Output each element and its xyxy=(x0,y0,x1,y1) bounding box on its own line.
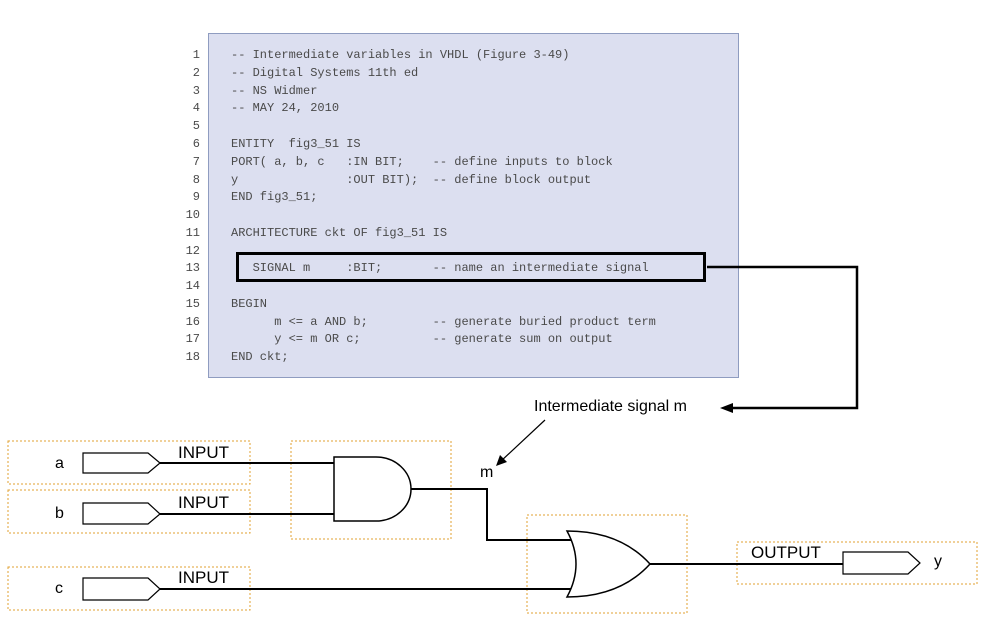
code-line: y <= m OR c; -- generate sum on output xyxy=(231,332,613,346)
vhdl-code-panel xyxy=(208,33,739,378)
line-number: 13 xyxy=(185,261,200,275)
code-line: BEGIN xyxy=(231,297,268,311)
line-number: 15 xyxy=(185,297,200,311)
line-number: 1 xyxy=(192,48,200,62)
output-y-box xyxy=(736,541,978,585)
line-number: 12 xyxy=(185,244,200,258)
code-line: -- Digital Systems 11th ed xyxy=(231,66,419,80)
code-line: END fig3_51; xyxy=(231,190,318,204)
signal-highlight-box xyxy=(236,252,706,282)
line-number: 2 xyxy=(192,66,200,80)
code-line: -- Intermediate variables in VHDL (Figur… xyxy=(231,48,570,62)
line-number: 3 xyxy=(192,84,200,98)
input-a-label: INPUT xyxy=(178,443,229,462)
input-c-pin xyxy=(82,577,161,601)
line-number: 9 xyxy=(192,190,200,204)
code-line-signal-declaration: SIGNAL m :BIT; -- name an intermediate s… xyxy=(231,261,649,275)
line-number: 14 xyxy=(185,279,200,293)
input-b-box xyxy=(7,489,251,534)
output-y-name: y xyxy=(934,553,942,570)
callout-label: Intermediate signal m xyxy=(534,398,687,415)
input-a-name: a xyxy=(55,455,64,472)
line-number: 7 xyxy=(192,155,200,169)
input-c-box xyxy=(7,566,251,611)
input-a-pin xyxy=(82,452,161,474)
signal-pointer-arrowhead xyxy=(496,455,507,466)
line-number: 18 xyxy=(185,350,200,364)
line-number: 17 xyxy=(185,332,200,346)
input-a-box xyxy=(7,440,251,485)
code-line: ENTITY fig3_51 IS xyxy=(231,137,361,151)
line-number: 16 xyxy=(185,315,200,329)
code-line: m <= a AND b; -- generate buried product… xyxy=(231,315,656,329)
input-b-pin xyxy=(82,502,161,525)
line-number: 4 xyxy=(192,101,200,115)
line-number: 10 xyxy=(185,208,200,222)
wire-m xyxy=(410,488,574,541)
callout-arrowhead xyxy=(720,403,733,413)
callout-connector xyxy=(707,265,859,410)
line-number: 6 xyxy=(192,137,200,151)
input-c-label: INPUT xyxy=(178,568,229,587)
signal-pointer-arrow xyxy=(499,419,546,463)
code-line: -- MAY 24, 2010 xyxy=(231,101,340,115)
line-number: 11 xyxy=(185,226,200,240)
code-line: END ckt; xyxy=(231,350,289,364)
signal-m-label: m xyxy=(480,464,494,481)
input-c-name: c xyxy=(55,580,63,597)
line-number: 8 xyxy=(192,173,200,187)
output-y-pin xyxy=(842,551,921,575)
code-line: PORT( a, b, c :IN BIT; -- define inputs … xyxy=(231,155,613,169)
and-gate-icon xyxy=(333,456,412,522)
or-gate-icon xyxy=(565,530,652,598)
code-line: ARCHITECTURE ckt OF fig3_51 IS xyxy=(231,226,448,240)
line-number: 5 xyxy=(192,119,200,133)
input-b-name: b xyxy=(55,505,64,522)
code-line: -- NS Widmer xyxy=(231,84,318,98)
input-b-label: INPUT xyxy=(178,493,229,512)
output-y-label: OUTPUT xyxy=(751,543,821,562)
code-line: y :OUT BIT); -- define block output xyxy=(231,173,592,187)
